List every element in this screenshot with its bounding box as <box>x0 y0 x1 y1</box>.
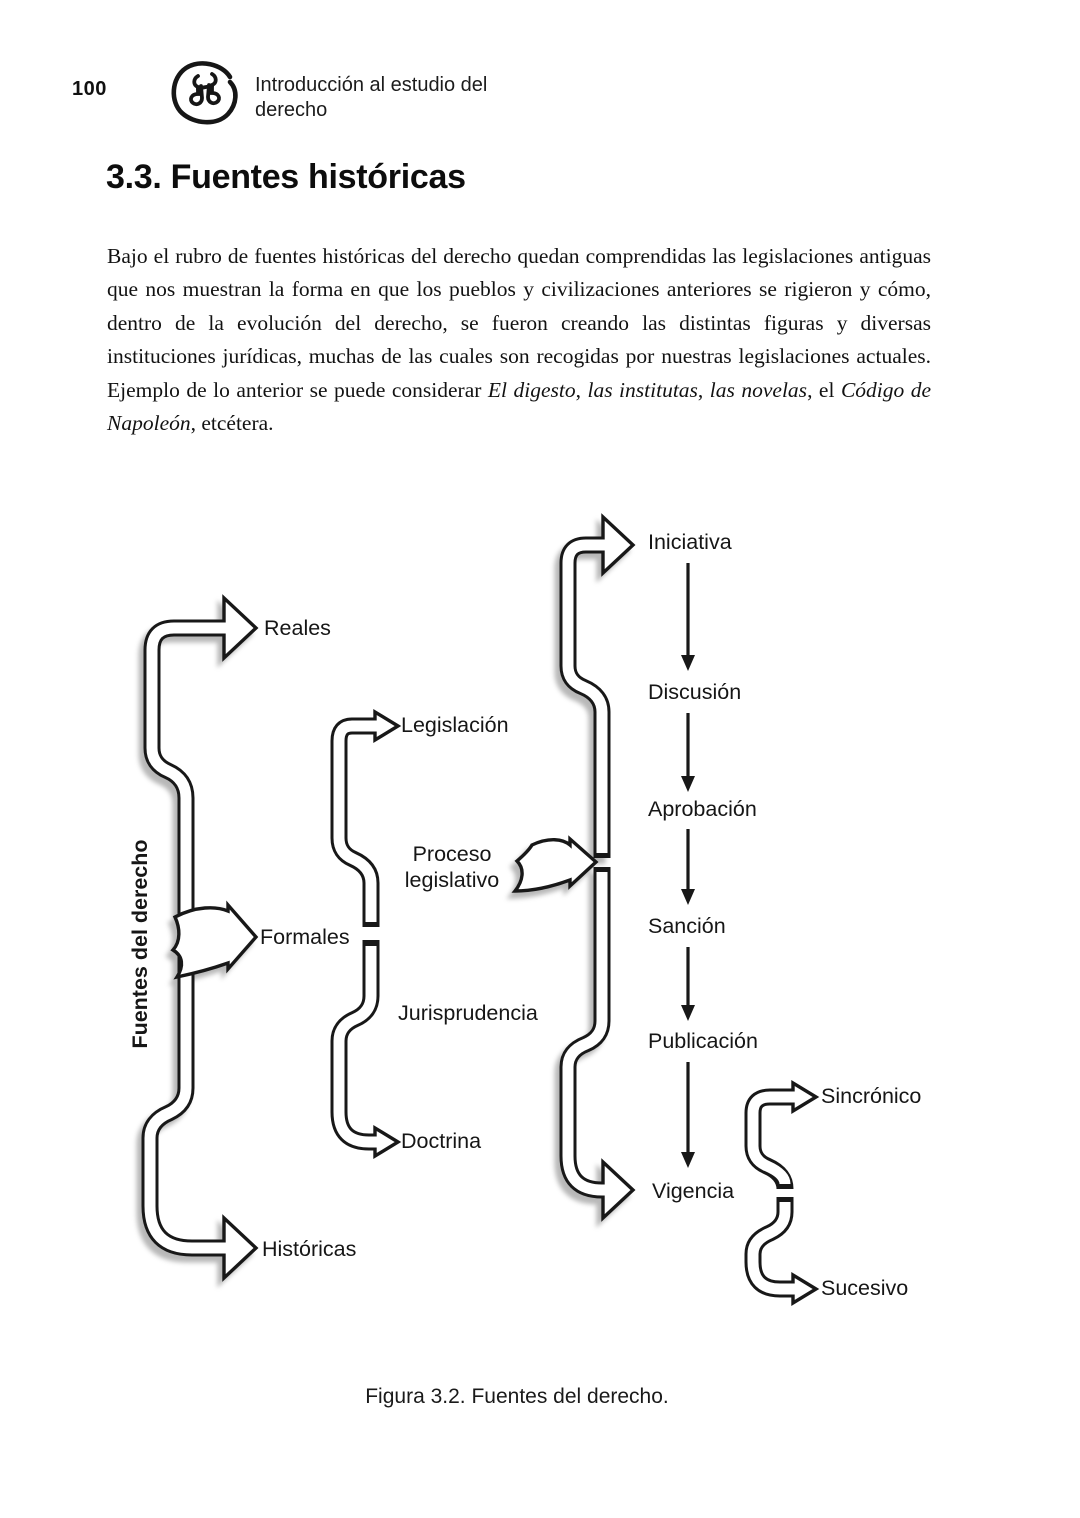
book-title-line2: derecho <box>255 99 328 121</box>
node-label-historicas: Históricas <box>262 1237 357 1261</box>
node-label-jurisprudencia: Jurisprudencia <box>398 1001 538 1025</box>
node-label-doctrina: Doctrina <box>401 1129 482 1153</box>
node-label-discusion: Discusión <box>648 680 742 704</box>
diagram-root-label: Fuentes del derecho <box>128 839 152 1049</box>
node-label-formales: Formales <box>260 925 350 949</box>
node-label-reales: Reales <box>264 616 331 640</box>
formales-banner-arrow <box>170 900 259 980</box>
node-label-proceso-line2: legislativo <box>404 868 500 892</box>
formales-bracket-pipe <box>330 708 402 1160</box>
node-label-sancion: Sanción <box>648 914 726 938</box>
node-label-proceso-line1: Proceso <box>412 842 492 866</box>
node-label-vigencia: Vigencia <box>652 1179 735 1203</box>
vigencia-bracket-pipe <box>744 1079 820 1307</box>
node-label-aprobacion: Aprobación <box>648 797 757 821</box>
section-heading: 3.3. Fuentes históricas <box>106 158 466 196</box>
left-bracket-pipe <box>141 594 259 1282</box>
body-paragraph: Bajo el rubro de fuentes históricas del … <box>107 244 932 436</box>
proceso-banner-arrow <box>511 835 599 893</box>
node-label-sucesivo: Sucesivo <box>821 1276 909 1300</box>
node-label-sincronico: Sincrónico <box>821 1084 922 1108</box>
arrow-iniciativa-discusion <box>681 563 695 671</box>
node-label-publicacion: Publicación <box>648 1029 758 1053</box>
node-label-iniciativa: Iniciativa <box>648 530 732 554</box>
proceso-bracket-pipe <box>511 513 636 1222</box>
book-title: Introducción al estudio del derecho <box>255 73 487 123</box>
book-title-line1: Introducción al estudio del <box>255 74 488 96</box>
node-label-legislacion: Legislación <box>401 713 509 737</box>
arrow-sancion-publicacion <box>681 947 695 1021</box>
figure-caption: Figura 3.2. Fuentes del derecho. <box>365 1385 669 1408</box>
arrow-publicacion-vigencia <box>681 1062 695 1168</box>
publisher-logo-icon <box>171 61 238 125</box>
arrow-discusion-aprobacion <box>681 713 695 792</box>
arrow-aprobacion-sancion <box>681 829 695 905</box>
page-number: 100 <box>72 78 107 100</box>
